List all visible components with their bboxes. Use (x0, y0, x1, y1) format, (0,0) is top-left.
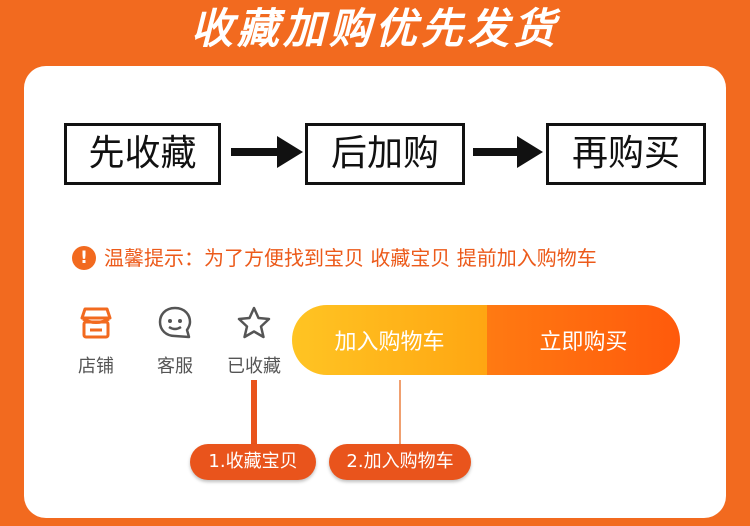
step-collect: 先收藏 (64, 123, 221, 185)
tip-banner: ! 温馨提示：为了方便找到宝贝 收藏宝贝 提前加入购物车 (72, 246, 597, 270)
customer-service-action[interactable]: 客服 (140, 304, 210, 378)
arrow-right-icon (473, 136, 543, 168)
callout-add-cart-badge: 2.加入购物车 (329, 444, 471, 480)
add-to-cart-button[interactable]: 加入购物车 (292, 305, 487, 375)
buy-now-button[interactable]: 立即购买 (487, 305, 680, 375)
callout-connector (399, 380, 401, 450)
tip-text: 温馨提示：为了方便找到宝贝 收藏宝贝 提前加入购物车 (104, 246, 597, 270)
customer-service-label: 客服 (157, 356, 193, 377)
store-label: 店铺 (78, 356, 114, 377)
step-buy: 再购买 (546, 123, 706, 185)
step-add-cart: 后加购 (305, 123, 465, 185)
favorite-action[interactable]: 已收藏 (219, 304, 289, 378)
chat-bubble-icon (158, 306, 192, 339)
callout-collect-badge: 1.收藏宝贝 (190, 444, 316, 480)
arrow-right-icon (231, 136, 303, 168)
alert-icon: ! (72, 246, 96, 270)
headline: 收藏加购优先发货 (190, 4, 559, 53)
store-icon (80, 307, 112, 339)
instruction-card: 先收藏 后加购 再购买 ! 温馨提示：为了方便找到宝贝 收藏宝贝 提前加入购物车… (24, 66, 726, 518)
purchase-buttons: 加入购物车 立即购买 (292, 305, 680, 375)
star-icon (237, 306, 271, 339)
store-action[interactable]: 店铺 (61, 304, 131, 378)
favorite-label: 已收藏 (227, 356, 281, 377)
callout-connector (251, 380, 257, 450)
